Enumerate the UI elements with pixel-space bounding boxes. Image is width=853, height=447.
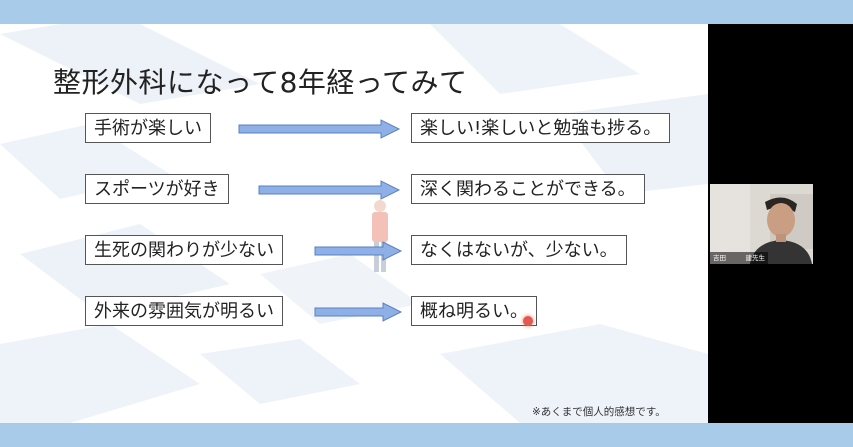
arrow-3 (314, 241, 403, 261)
right-box-sports: 深く関わることができる。 (411, 174, 645, 204)
left-box-surgery: 手術が楽しい (85, 113, 211, 143)
participant-video (710, 184, 813, 264)
left-box-outpatient: 外来の雰囲気が明るい (85, 296, 283, 326)
disclaimer-note: ※あくまで個人的感想です。 (532, 406, 666, 418)
right-box-outpatient: 概ね明るい。 (411, 296, 537, 326)
left-box-sports: スポーツが好き (85, 174, 229, 204)
bottom-frame-bar (0, 423, 853, 447)
arrow-1 (238, 119, 401, 139)
arrow-2 (258, 180, 401, 200)
presentation-slide: 整形外科になって8年経ってみて 手術が楽しい 楽しい!楽しいと勉強も捗る。 スポ… (0, 24, 708, 423)
laser-pointer (523, 316, 533, 326)
arrow-4 (314, 302, 403, 322)
top-frame-bar (0, 0, 853, 24)
right-box-life-death: なくはないが、少ない。 (411, 235, 627, 265)
participant-name-label: 吉田 建先生 (710, 252, 768, 264)
left-box-life-death: 生死の関わりが少ない (85, 235, 283, 265)
participant-video-tile[interactable]: 吉田 建先生 (710, 184, 813, 264)
slide-title: 整形外科になって8年経ってみて (53, 66, 468, 99)
right-box-surgery: 楽しい!楽しいと勉強も捗る。 (411, 113, 671, 143)
